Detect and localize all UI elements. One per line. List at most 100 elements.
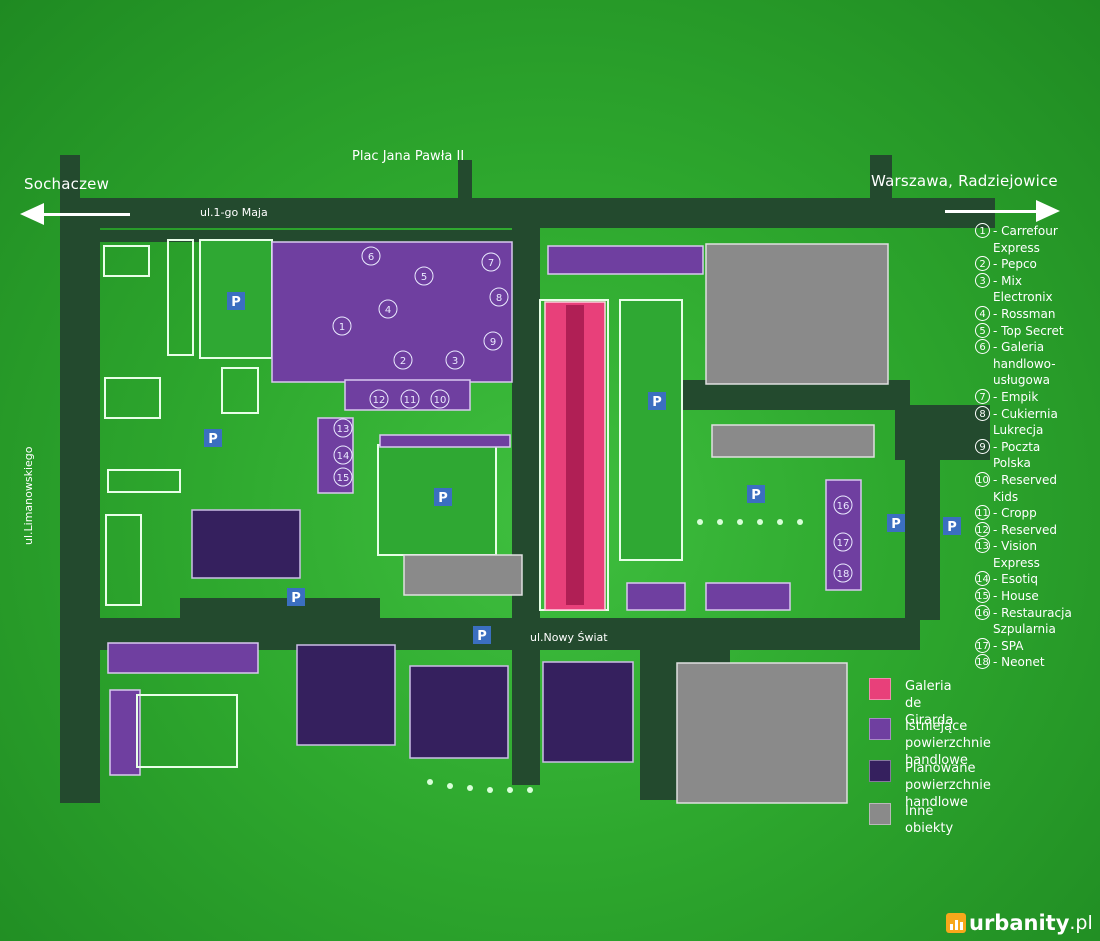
store-list-item: 1- Carrefour Express [975, 223, 1100, 256]
store-number: 11 [975, 505, 990, 521]
label-ul-nowy-swiat: ul.Nowy Świat [530, 631, 608, 644]
misc-outlines [103, 239, 259, 768]
store-list-item: 11- Cropp [975, 505, 1100, 522]
store-number: 16 [975, 604, 990, 620]
store-number: 5 [975, 322, 990, 338]
parking-icon: P [747, 485, 765, 503]
store-number: 9 [975, 438, 990, 454]
marker-6: 6 [368, 252, 374, 263]
planned-retail [191, 509, 634, 763]
urbanity-logo: urbanity.pl [946, 911, 1093, 935]
marker-18: 18 [837, 569, 850, 580]
store-name: - Rossman [993, 306, 1056, 321]
marker-17: 17 [837, 538, 850, 549]
label-ul-limanowskiego: ul.Limanowskiego [22, 446, 35, 545]
store-number-markers [332, 246, 853, 583]
legend-swatch [869, 803, 891, 825]
store-list-item: 14- Esotiq [975, 571, 1100, 588]
store-number: 7 [975, 388, 990, 404]
store-name: - Vision Express [993, 539, 1040, 570]
parking-icon: P [887, 514, 905, 532]
marker-10: 10 [434, 395, 447, 406]
existing-retail [107, 241, 862, 776]
store-list-item: 4- Rossman [975, 305, 1100, 323]
store-name: - Restauracja Szpularnia [993, 605, 1072, 637]
store-list-item: 2- Pepco [975, 256, 1100, 273]
store-list-item: 15- House [975, 588, 1100, 605]
store-name: - Esotiq [993, 572, 1038, 587]
store-list-item: 5- Top Secret [975, 322, 1100, 340]
legend-label: Inne obiekty [905, 804, 954, 836]
store-name: - SPA [993, 638, 1024, 653]
parking-icon: P [204, 429, 222, 447]
svg-text:P: P [231, 295, 241, 310]
svg-text:P: P [751, 488, 761, 503]
store-list-item: 13- Vision Express [975, 538, 1100, 571]
parking-icon: P [434, 488, 452, 506]
destination-warszawa-radziejowice: Warszawa, Radziejowice [871, 172, 1058, 190]
store-number: 3 [975, 272, 990, 288]
store-name: - Cukiernia Lukrecja [993, 406, 1058, 438]
marker-5: 5 [421, 272, 427, 283]
parking-icon: P [648, 392, 666, 410]
store-name: - Carrefour Express [993, 224, 1058, 255]
urbanity-logo-icon [946, 913, 966, 933]
store-number: 14 [975, 571, 990, 587]
parking-icon: P [287, 588, 305, 606]
store-number: 13 [975, 538, 990, 554]
direction-arrows [20, 200, 1060, 225]
svg-text:P: P [208, 432, 218, 447]
store-name: - Top Secret [993, 323, 1064, 338]
legend-swatch [869, 760, 891, 782]
store-number: 8 [975, 405, 990, 421]
legend-label: Istniejące powierzchnie handlowe [905, 719, 991, 768]
store-list-item: 3- Mix Electronix [975, 272, 1100, 306]
marker-2: 2 [400, 356, 406, 367]
svg-text:P: P [477, 629, 487, 644]
galeria-de-girarda [544, 301, 606, 611]
store-number: 15 [975, 588, 990, 604]
store-list-item: 9- Poczta Polska [975, 438, 1100, 472]
store-number: 1 [975, 223, 990, 238]
store-name: - Neonet [993, 655, 1045, 670]
store-name: - Pepco [993, 257, 1037, 272]
marker-9: 9 [490, 337, 496, 348]
store-number: 12 [975, 521, 990, 537]
store-list-item: 7- Empik [975, 388, 1100, 406]
store-list-item: 16- Restauracja Szpularnia [975, 604, 1100, 638]
legend-swatch [869, 718, 891, 740]
store-list-item: 8- Cukiernia Lukrecja [975, 405, 1100, 439]
label-plac-jana-pawla: Plac Jana Pawła II [352, 149, 465, 164]
marker-12: 12 [373, 395, 386, 406]
legend-item: Planowane powierzchnie handlowe [869, 760, 991, 811]
svg-text:P: P [891, 517, 901, 532]
marker-7: 7 [488, 258, 494, 269]
logo-word: urbanity [969, 911, 1070, 935]
store-number: 4 [975, 305, 990, 321]
store-list-item: 17- SPA [975, 637, 1100, 655]
marker-15: 15 [337, 473, 350, 484]
parking-lots [199, 239, 683, 611]
store-name: - Poczta Polska [993, 439, 1041, 471]
store-list-item: 18- Neonet [975, 654, 1100, 671]
legend-item: Inne obiekty [869, 803, 953, 837]
marker-4: 4 [385, 305, 391, 316]
parking-icon: P [943, 517, 961, 535]
parking-icon: P [473, 626, 491, 644]
store-name: - Reserved [993, 522, 1057, 537]
store-name: - Galeria handlowo- usługowa [993, 340, 1056, 388]
tree-dots [427, 519, 803, 793]
marker-8: 8 [496, 293, 502, 304]
store-number: 18 [975, 654, 990, 670]
store-list-item: 6- Galeria handlowo- usługowa [975, 339, 1100, 389]
store-name: - Reserved Kids [993, 472, 1057, 504]
parking-badges: P P P P P P P P P [204, 292, 961, 644]
store-list-item: 10- Reserved Kids [975, 471, 1100, 505]
marker-3: 3 [452, 356, 458, 367]
store-list-item: 12- Reserved [975, 521, 1100, 539]
store-name: - Empik [993, 389, 1039, 404]
store-name: - Mix Electronix [993, 273, 1053, 305]
